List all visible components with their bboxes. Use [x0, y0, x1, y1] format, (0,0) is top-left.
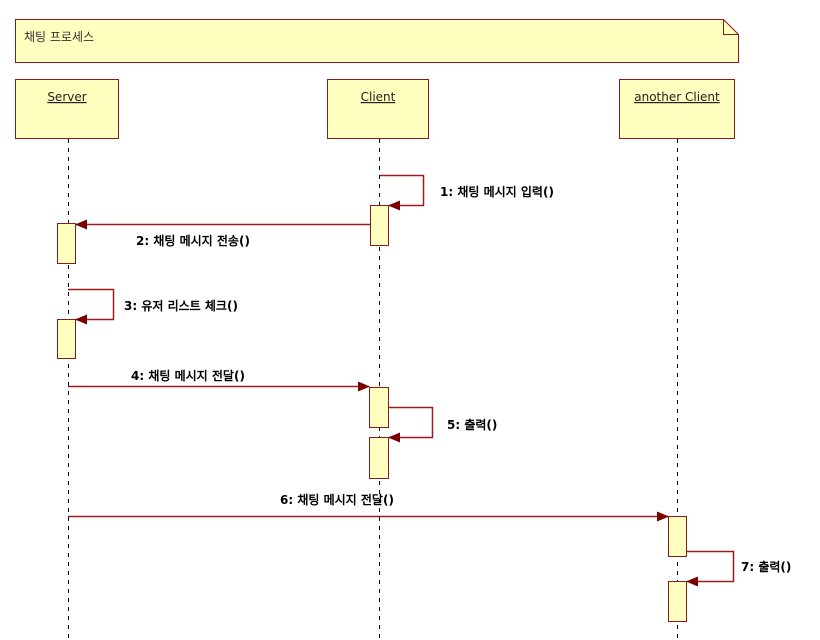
- message-6-label: 6: 채팅 메시지 전달(): [280, 492, 394, 507]
- activation-another-client-1[interactable]: [668, 516, 687, 557]
- message-3[interactable]: 3: 유저 리스트 체크(): [68, 288, 238, 325]
- note-shape: [15, 19, 739, 63]
- note-text: 채팅 프로세스: [24, 30, 94, 44]
- message-4-label: 4: 채팅 메시지 전달(): [131, 368, 245, 383]
- lifeline-another-client[interactable]: another Client: [619, 79, 735, 640]
- message-3-label: 3: 유저 리스트 체크(): [124, 298, 238, 313]
- activation-client-2[interactable]: [369, 387, 389, 428]
- object-label-client: Client: [361, 90, 396, 104]
- message-3-arrow: [68, 288, 115, 325]
- message-7-arrow: [686, 550, 735, 587]
- object-label-server: Server: [47, 90, 86, 104]
- message-6[interactable]: 6: 채팅 메시지 전달(): [68, 492, 669, 522]
- activation-server-2[interactable]: [57, 319, 76, 359]
- activation-client-1[interactable]: [370, 205, 389, 246]
- message-5-label: 5: 출력(): [447, 417, 497, 432]
- message-5[interactable]: 5: 출력(): [388, 406, 497, 443]
- activation-server-1[interactable]: [57, 223, 76, 264]
- message-5-arrow: [388, 406, 434, 443]
- message-1[interactable]: 1: 채팅 메시지 입력(): [380, 174, 554, 211]
- message-4[interactable]: 4: 채팅 메시지 전달(): [68, 368, 370, 392]
- object-box-server: [15, 79, 119, 139]
- object-box-another-client: [619, 79, 735, 139]
- message-1-arrow: [380, 174, 425, 211]
- message-2-label: 2: 채팅 메시지 전송(): [136, 233, 250, 248]
- message-7[interactable]: 7: 출력(): [686, 550, 791, 587]
- activation-client-3[interactable]: [369, 437, 389, 479]
- message-1-label: 1: 채팅 메시지 입력(): [440, 184, 554, 199]
- message-2[interactable]: 2: 채팅 메시지 전송(): [75, 219, 370, 249]
- message-7-label: 7: 출력(): [741, 559, 791, 574]
- lifeline-client[interactable]: Client: [327, 79, 429, 640]
- note-fold-corner: [723, 19, 739, 35]
- object-box-client: [327, 79, 429, 139]
- lifeline-server[interactable]: Server: [15, 79, 119, 640]
- object-label-another-client: another Client: [634, 90, 720, 104]
- activation-another-client-2[interactable]: [668, 581, 687, 622]
- diagram-title-note[interactable]: 채팅 프로세스: [15, 19, 739, 63]
